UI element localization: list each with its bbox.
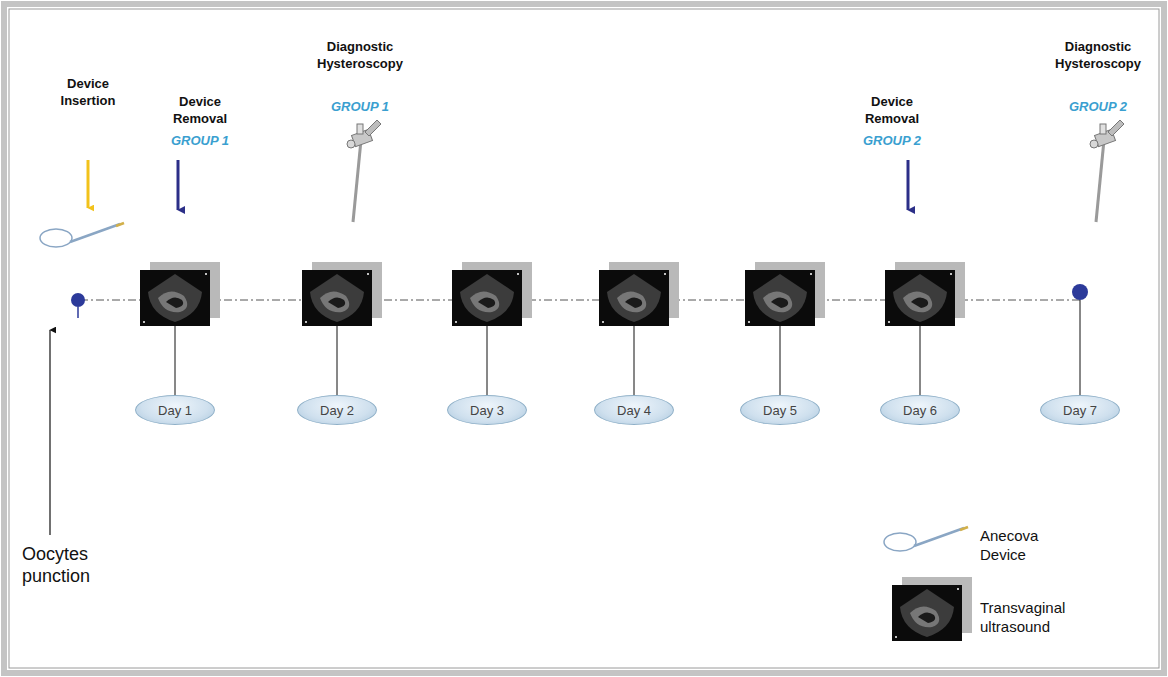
day-label: Day 5	[763, 403, 797, 418]
day-ellipse: Day 4	[594, 395, 674, 425]
day-ellipse: Day 3	[447, 395, 527, 425]
step-label: Device Insertion	[43, 75, 133, 109]
day-label: Day 1	[158, 403, 192, 418]
day-label: Day 7	[1063, 403, 1097, 418]
group-label: GROUP 2	[846, 132, 938, 149]
group-label: GROUP 1	[154, 132, 246, 149]
group-label: GROUP 2	[1043, 98, 1153, 115]
step-label: Diagnostic Hysteroscopy	[1043, 38, 1153, 72]
day-ellipse: Day 1	[135, 395, 215, 425]
step-label: Diagnostic Hysteroscopy	[305, 38, 415, 72]
day-label: Day 4	[617, 403, 651, 418]
day-label: Day 3	[470, 403, 504, 418]
day-ellipse: Day 5	[740, 395, 820, 425]
legend-text: Anecova Device	[980, 526, 1080, 564]
step-label: Device Removal	[846, 93, 938, 127]
day-label: Day 2	[320, 403, 354, 418]
annotation-text: Oocytes punction	[22, 543, 132, 587]
day-label: Day 6	[903, 403, 937, 418]
day-ellipse: Day 6	[880, 395, 960, 425]
day-ellipse: Day 7	[1040, 395, 1120, 425]
legend-text: Transvaginal ultrasound	[980, 598, 1080, 636]
day-ellipse: Day 2	[297, 395, 377, 425]
step-label: Device Removal	[154, 93, 246, 127]
group-label: GROUP 1	[305, 98, 415, 115]
